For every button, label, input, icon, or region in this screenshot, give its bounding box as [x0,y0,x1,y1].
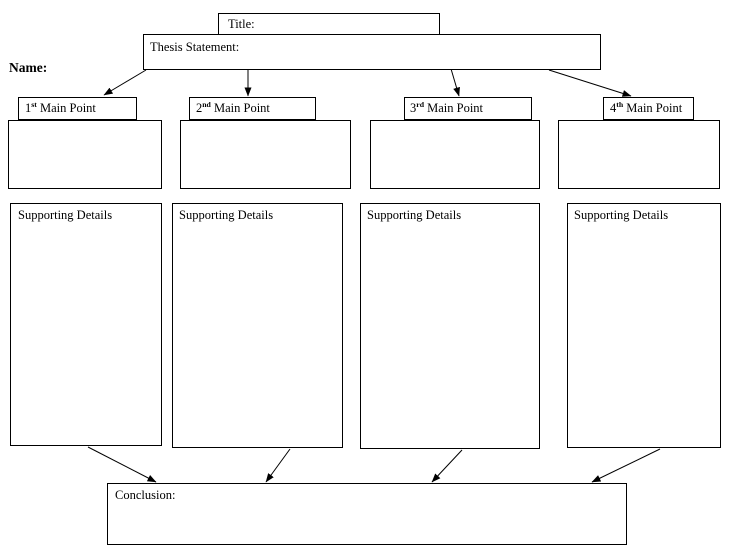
title-box-label: Title: [228,17,255,31]
arrow-supporting-1-to-conclusion [87,446,157,483]
arrow-supporting-3-to-conclusion [431,449,463,483]
main-point-4-ordinal-number: 4 [610,101,617,115]
arrow-supporting-2-to-conclusion [265,448,291,483]
main-point-2-ordinal-suffix: nd [202,99,211,109]
main-point-1-label-tail: Main Point [36,101,96,115]
main-point-1-label: 1st Main Point [25,99,96,115]
conclusion-box[interactable] [107,483,627,545]
thesis-statement-box[interactable] [143,34,601,70]
main-point-4-header-box[interactable] [603,97,694,120]
supporting-details-4-box[interactable] [567,203,721,448]
conclusion-box-label: Conclusion: [115,488,176,502]
main-point-2-ordinal-number: 2 [196,101,203,115]
main-point-1-ordinal-suffix: st [31,99,37,109]
main-point-1-ordinal-number: 1 [25,101,32,115]
main-point-4-ordinal-suffix: th [616,99,624,109]
main-point-3-header-box[interactable] [404,97,532,120]
supporting-details-2-box[interactable] [172,203,343,448]
main-point-3-body-box[interactable] [370,120,540,189]
arrow-supporting-4-to-conclusion [591,448,661,483]
arrow-thesis-to-main-point-1 [103,69,147,96]
main-point-1-body-box[interactable] [8,120,162,189]
supporting-details-1-label: Supporting Details [18,208,113,222]
main-point-2-header-box[interactable] [189,97,316,120]
arrow-thesis-to-main-point-4 [548,69,632,97]
main-point-4-body-box[interactable] [558,120,720,189]
main-point-2-label-tail: Main Point [210,101,270,115]
main-point-3-ordinal-number: 3 [410,101,417,115]
main-point-3-label-tail: Main Point [424,101,484,115]
main-point-3-ordinal-suffix: rd [416,99,424,109]
main-point-4-label-tail: Main Point [623,101,683,115]
main-point-1-header-box[interactable] [18,97,137,120]
name-field-label: Name: [9,60,48,75]
main-point-3-label: 3rd Main Point [410,99,484,115]
thesis-statement-box-label: Thesis Statement: [150,40,240,54]
supporting-details-1-box[interactable] [10,203,162,446]
main-point-4-label: 4th Main Point [610,99,683,115]
main-point-2-label: 2nd Main Point [196,99,270,115]
supporting-details-2-label: Supporting Details [179,208,274,222]
supporting-details-3-label: Supporting Details [367,208,462,222]
main-point-2-body-box[interactable] [180,120,351,189]
supporting-details-4-label: Supporting Details [574,208,669,222]
supporting-details-3-box[interactable] [360,203,540,449]
